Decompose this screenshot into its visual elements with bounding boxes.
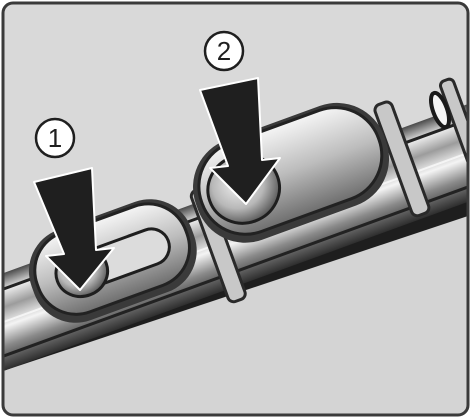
down-arrow-icon (33, 167, 115, 291)
circled-number-icon: 2 (203, 30, 245, 72)
step-number: 1 (48, 123, 62, 153)
circled-number-icon: 1 (34, 117, 76, 159)
end-slot (428, 90, 452, 130)
floor-area (3, 210, 468, 415)
step-number: 2 (217, 36, 231, 66)
tube-rings (189, 77, 468, 304)
down-arrow-icon (199, 77, 281, 205)
